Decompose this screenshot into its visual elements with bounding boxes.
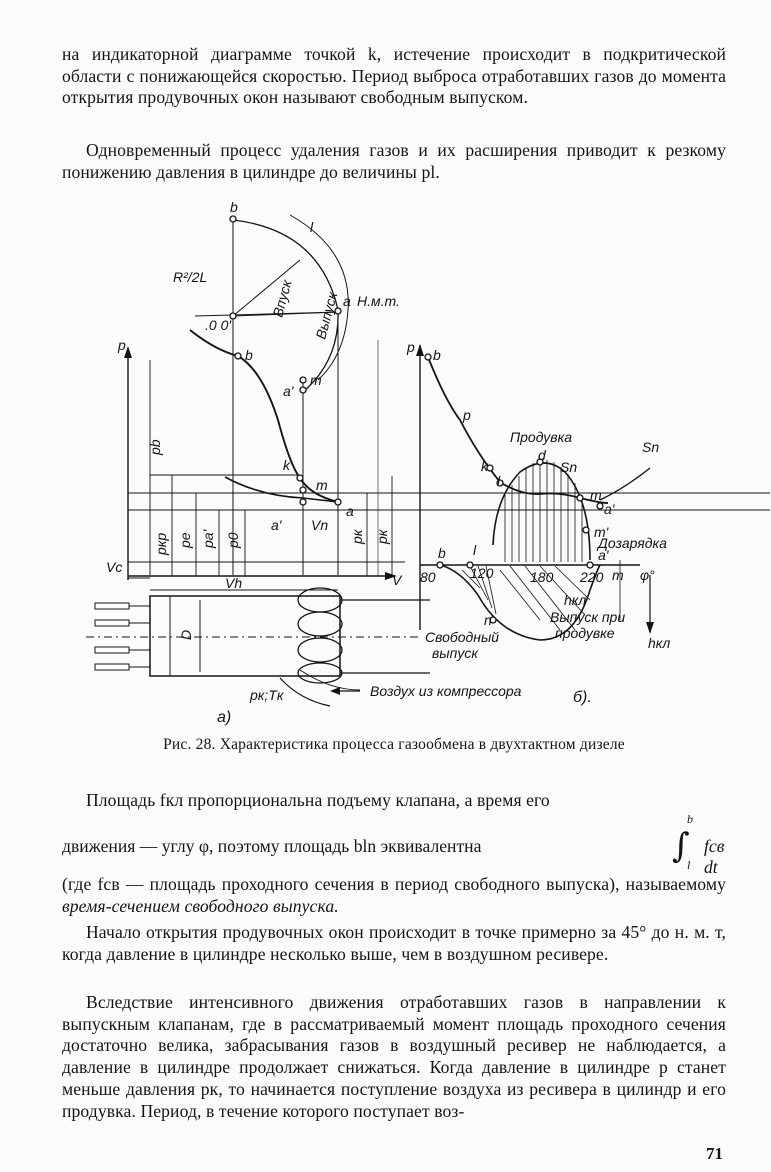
svg-text:120: 120 [470, 565, 494, 581]
paragraph-3-term: время-сечением свободного выпуска. [62, 895, 339, 916]
purge-lobe [492, 462, 591, 561]
svg-text:a': a' [271, 517, 283, 533]
svg-text:Sn: Sn [560, 459, 577, 475]
integral-upper-limit: b [687, 812, 693, 826]
svg-text:180: 180 [530, 569, 554, 585]
cylinder [149, 595, 341, 677]
svg-text:продувке: продувке [555, 625, 615, 641]
svg-text:220: 220 [579, 569, 604, 585]
svg-text:Впуск: Впуск [269, 277, 295, 319]
svg-text:Vh: Vh [225, 575, 242, 591]
svg-text:m': m' [594, 524, 610, 540]
paragraph-3-rest-text: (где fсв — площадь проходного сечения в … [62, 874, 726, 894]
paragraph-3-rest: (где fсв — площадь проходного сечения в … [62, 874, 726, 917]
svg-text:hкл: hкл [648, 635, 670, 651]
paragraph-4-text: Начало открытия продувочных окон происхо… [62, 922, 726, 964]
svg-text:Дозарядка: Дозарядка [596, 535, 667, 551]
left-p-arrow [124, 346, 132, 358]
svg-text:pк: pк [374, 528, 390, 545]
svg-text:pe: pe [177, 532, 193, 549]
svg-text:pк: pк [349, 528, 365, 545]
svg-text:Vn: Vn [311, 517, 328, 533]
svg-text:φ°: φ° [640, 567, 655, 583]
svg-text:Sn: Sn [642, 439, 659, 455]
svg-text:p: p [406, 339, 415, 355]
paragraph-5-text: Вследствие интенсивного движения отработ… [62, 992, 726, 1121]
svg-text:p: p [462, 407, 471, 423]
crank-arc [232, 219, 339, 393]
paragraph-1: на индикаторной диаграмме точкой k, исте… [62, 44, 726, 108]
svg-text:k: k [283, 457, 291, 473]
svg-text:p: p [117, 337, 126, 353]
svg-text:a: a [343, 293, 351, 309]
svg-text:l: l [497, 473, 501, 489]
svg-text:a': a' [604, 501, 616, 517]
figure-caption: Рис. 28. Характеристика процесса газообм… [163, 736, 625, 753]
svg-text:p0: p0 [225, 532, 241, 549]
svg-text:d: d [538, 447, 547, 463]
paragraph-2-text: Одновременный процесс удаления газов и и… [62, 140, 726, 182]
page-number: 71 [706, 1144, 723, 1163]
svg-text:.0 0': .0 0' [205, 317, 232, 333]
integral-lower-limit: l [687, 858, 691, 872]
svg-text:hкл: hкл [564, 592, 586, 608]
svg-text:а): а) [217, 709, 231, 726]
paragraph-3-line2: движения — углу φ, поэтому площадь bln э… [62, 836, 482, 856]
svg-text:R²/2L: R²/2L [173, 269, 207, 285]
integral-sign: ∫ [672, 826, 690, 866]
svg-text:Воздух из компрессора: Воздух из компрессора [370, 683, 522, 699]
svg-text:b: b [433, 347, 441, 363]
expansion-curve [189, 329, 339, 503]
svg-text:a: a [346, 503, 354, 519]
svg-text:m: m [590, 487, 602, 503]
svg-text:b: b [245, 347, 253, 363]
left-v-arrow [385, 572, 397, 580]
svg-text:pb: pb [147, 439, 163, 456]
gas-exchange-figure: b l R²/2L .0 0' Впуск Выпуск a Н.м.т. b … [86, 199, 770, 726]
svg-text:pa': pa' [200, 528, 216, 549]
svg-text:Выпуск при: Выпуск при [550, 609, 625, 625]
svg-text:80: 80 [420, 569, 436, 585]
svg-text:Продувка: Продувка [510, 429, 572, 445]
svg-text:l: l [310, 219, 314, 235]
svg-text:V: V [392, 572, 403, 588]
svg-text:m: m [310, 372, 322, 388]
integrand: fсв dt [704, 836, 725, 877]
svg-text:b: b [230, 199, 238, 215]
svg-text:Vc: Vc [106, 559, 122, 575]
svg-text:D: D [178, 630, 194, 640]
paragraph-2: Одновременный процесс удаления газов и и… [62, 140, 726, 183]
paragraph-3-lead: Площадь fкл пропорциональна подъему клап… [62, 790, 726, 812]
paragraph-3-lead-text: Площадь fкл пропорциональна подъему клап… [86, 790, 550, 810]
valve-lift-curve [439, 564, 601, 641]
paragraph-5: Вследствие интенсивного движения отработ… [62, 992, 726, 1122]
svg-text:n: n [484, 612, 492, 628]
svg-text:Н.м.т.: Н.м.т. [357, 293, 400, 309]
svg-text:b: b [438, 545, 446, 561]
svg-text:l: l [473, 542, 477, 558]
svg-text:m: m [316, 477, 328, 493]
svg-text:б).: б). [573, 689, 592, 706]
formula-line: движения — углу φ, поэтому площадь bln э… [62, 812, 726, 877]
svg-text:Свободный: Свободный [425, 629, 499, 645]
paragraph-4: Начало открытия продувочных окон происхо… [62, 922, 726, 965]
svg-text:pк;Tк: pк;Tк [249, 687, 285, 703]
svg-text:a': a' [598, 547, 610, 563]
svg-text:m: m [612, 567, 624, 583]
svg-text:k: k [481, 458, 489, 474]
svg-text:a': a' [283, 383, 295, 399]
svg-text:выпуск: выпуск [432, 645, 479, 661]
svg-text:pкр: pкр [153, 533, 169, 556]
